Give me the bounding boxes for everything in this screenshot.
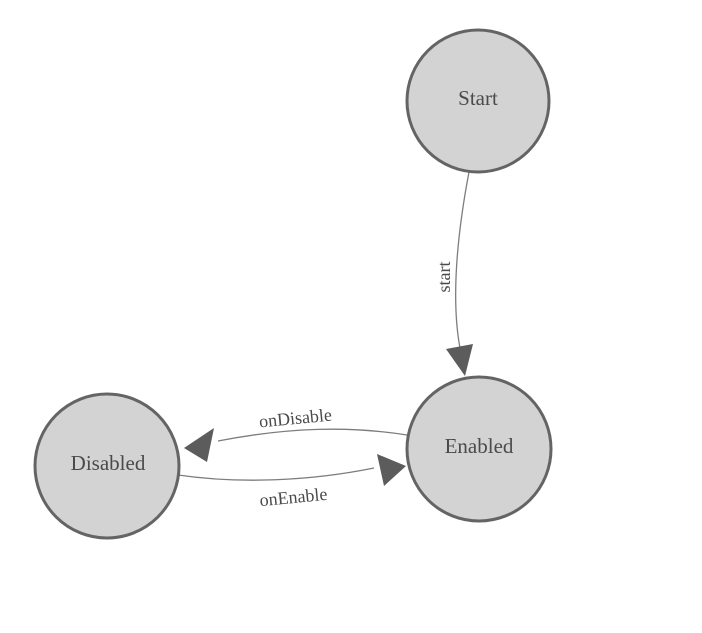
edge-ondisable-path <box>217 428 408 442</box>
edge-start-arrowhead-icon <box>446 344 473 376</box>
edge-ondisable-arrowhead-icon <box>184 428 214 462</box>
node-enabled-circle[interactable] <box>405 375 553 523</box>
node-start-circle[interactable] <box>405 28 551 174</box>
node-disabled-label: Disabled <box>71 451 146 475</box>
edge-start-label: start <box>434 262 454 293</box>
edge-onenable-path <box>177 467 375 481</box>
node-start-label: Start <box>458 86 498 110</box>
edge-onenable-label: onEnable <box>259 484 329 510</box>
edge-ondisable-label: onDisable <box>258 405 333 432</box>
node-disabled-circle[interactable] <box>33 392 181 540</box>
edge-onenable-arrowhead-icon <box>377 454 406 486</box>
edge-start-path <box>455 171 470 349</box>
node-enabled-label: Enabled <box>445 434 514 458</box>
